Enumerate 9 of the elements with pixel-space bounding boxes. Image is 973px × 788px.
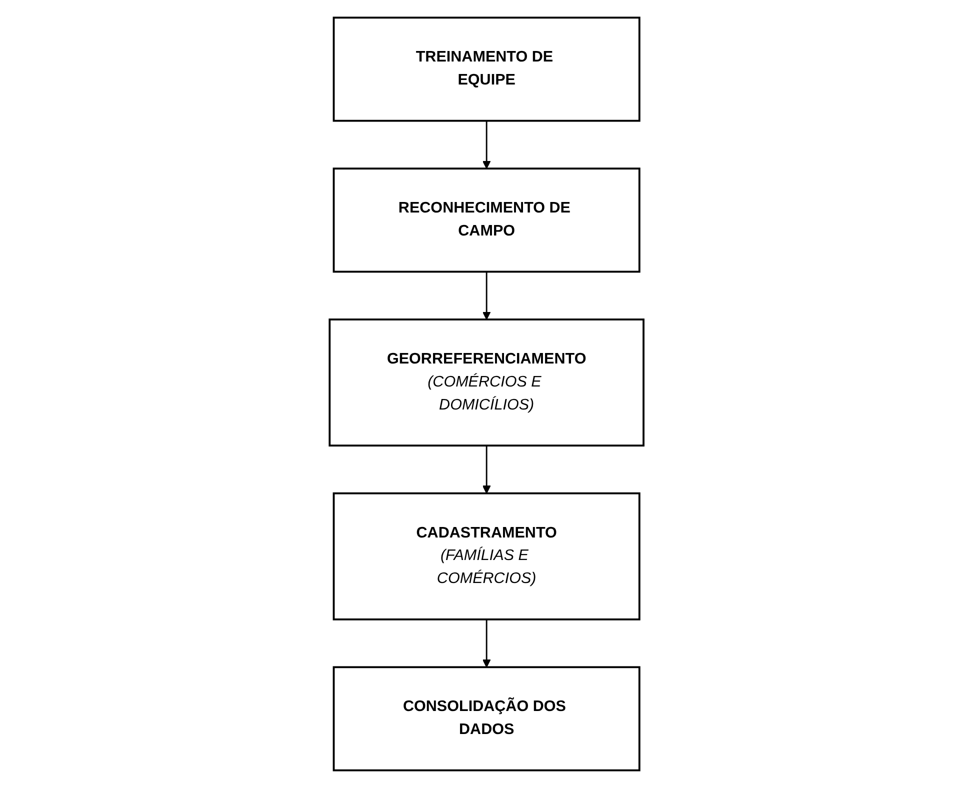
node-box: GEORREFERENCIAMENTO (COMÉRCIOS E DOMICÍLIOS) bbox=[328, 318, 644, 447]
node-box: CONSOLIDAÇÃO DOS DADOS bbox=[332, 666, 640, 772]
node-box: TREINAMENTO DE EQUIPE bbox=[332, 16, 640, 122]
arrow bbox=[482, 272, 491, 320]
node-box: RECONHECIMENTO DE CAMPO bbox=[332, 168, 640, 273]
arrow bbox=[482, 120, 491, 169]
arrow bbox=[482, 446, 491, 494]
node-box: CADASTRAMENTO (FAMÍLIAS E COMÉRCIOS) bbox=[332, 492, 640, 620]
arrow bbox=[482, 619, 491, 668]
